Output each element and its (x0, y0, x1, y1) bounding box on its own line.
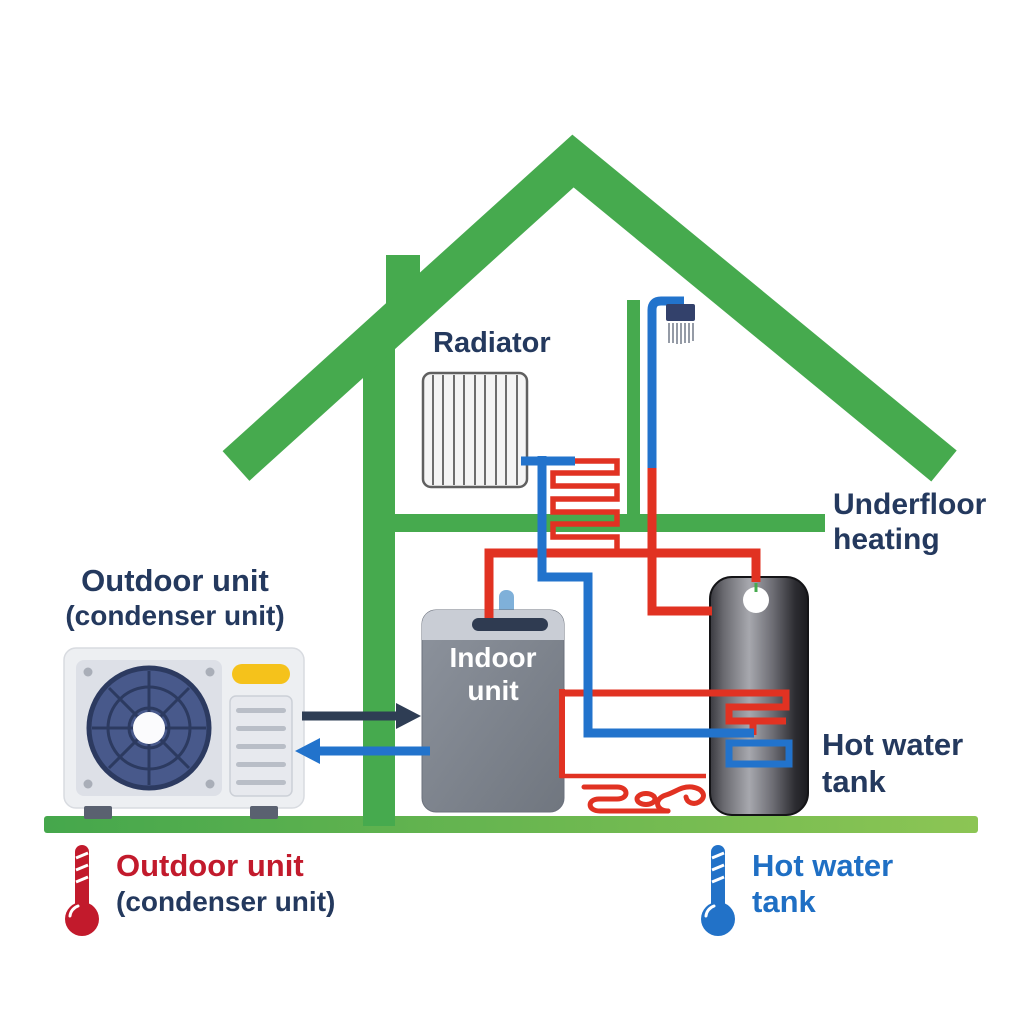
radiator-icon (421, 371, 529, 489)
shower-pipe (647, 296, 684, 468)
refrigerant-return-arrow (295, 738, 430, 764)
shower-return-pipe (647, 466, 712, 616)
refrigerant-out-arrow (302, 703, 421, 729)
return-to-tank-pipe (537, 456, 754, 738)
tank-hot-coil (560, 689, 790, 725)
house-interior-wall (627, 300, 640, 516)
floor-loop-squiggle (581, 784, 706, 814)
roof (222, 134, 957, 482)
legend-tank-line1: Hot water (752, 848, 894, 883)
indoor-unit-label: Indoor unit (449, 642, 537, 706)
legend-item-hot-water-tank: Hot water tank (696, 842, 893, 938)
outdoor-unit-icon (63, 647, 305, 819)
underfloor-heating-label: Underfloor heating (833, 488, 987, 556)
supply-pipe (484, 548, 761, 618)
tank-port (743, 587, 769, 613)
legend-tank-line2: tank (752, 884, 816, 919)
tank-cold-coil (725, 739, 793, 768)
radiator-label: Radiator (433, 327, 551, 359)
ground-line (44, 816, 978, 833)
cold-pipes (521, 296, 793, 768)
indoor-unit-vent (472, 618, 548, 631)
hot-water-tank-label: Hot water tank (822, 727, 964, 799)
house-left-wall (363, 345, 395, 826)
indoor-unit-icon (421, 590, 565, 813)
thermometer-red-icon (65, 845, 99, 936)
legend-outdoor-line2: (condenser unit) (116, 886, 336, 917)
hot-pipes (484, 458, 790, 814)
screws (83, 667, 215, 789)
shower-head-icon (666, 304, 695, 344)
indicator-light (232, 664, 290, 684)
thermometer-blue-icon (701, 845, 735, 936)
page-title: Air-to-WaterHeat Pump (0, 0, 512, 52)
legend-outdoor-line1: Outdoor unit (116, 848, 304, 883)
outdoor-unit-label: Outdoor unit (condenser unit) (65, 563, 285, 631)
grille (229, 695, 293, 797)
legend-item-outdoor-unit: Outdoor unit (condenser unit) (60, 842, 335, 938)
fan-icon (86, 665, 212, 791)
house-icon (44, 134, 978, 833)
underfloor-coil (550, 458, 620, 553)
